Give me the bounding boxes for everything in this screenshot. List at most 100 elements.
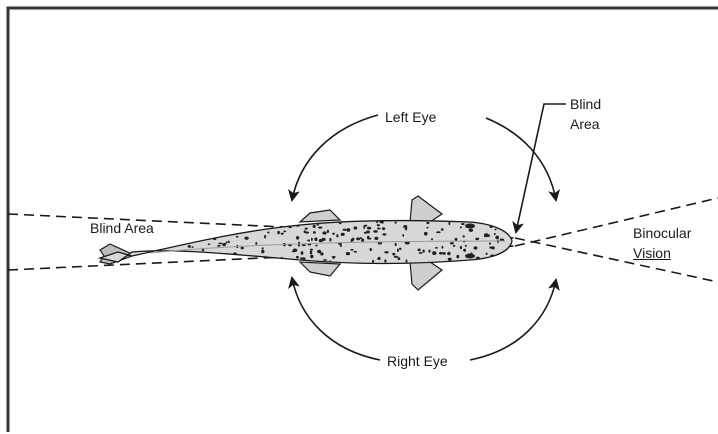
shark-spot	[495, 262, 498, 264]
shark-spot	[171, 240, 175, 242]
shark-spot	[178, 233, 181, 237]
blind-area-pointer	[516, 104, 566, 232]
shark-spot	[243, 263, 245, 265]
shark-spot	[448, 221, 450, 225]
shark-spot	[305, 227, 308, 229]
shark-body	[100, 220, 512, 263]
shark-spot	[366, 230, 370, 233]
left-eye-arc-left	[292, 115, 378, 200]
shark-spot	[370, 248, 372, 251]
shark-spot	[313, 225, 316, 228]
shark-spot	[242, 226, 244, 228]
shark-spot	[489, 242, 491, 244]
shark-spot	[486, 253, 488, 255]
shark-spot	[317, 250, 321, 254]
shark-spot	[184, 231, 187, 233]
shark-spot	[302, 244, 306, 246]
shark-spot	[189, 228, 192, 231]
shark-spot	[406, 259, 408, 262]
shark-spot	[179, 254, 183, 256]
right-eye-arc-right	[470, 280, 556, 360]
shark-spot	[241, 247, 244, 250]
shark-spot	[495, 236, 499, 240]
shark-spot	[310, 255, 313, 259]
shark-spot	[397, 249, 399, 253]
shark-spot	[384, 259, 386, 262]
shark-spot	[320, 252, 323, 255]
shark-spot	[432, 251, 436, 255]
shark-spot	[343, 229, 347, 231]
pectoral-fin-lower-left	[300, 262, 340, 276]
shark-spot	[283, 231, 286, 233]
shark-spot	[460, 226, 462, 228]
blind-area-top-label-line1: Blind	[570, 95, 601, 113]
shark-spot	[460, 246, 462, 249]
shark-spot	[360, 237, 362, 239]
shark-spot	[422, 250, 424, 253]
shark-spot	[419, 252, 423, 254]
shark-spot	[256, 222, 258, 225]
shark-spot	[382, 227, 385, 230]
shark-spot	[307, 240, 310, 242]
shark-spot	[310, 249, 313, 251]
shark-spot	[313, 231, 316, 234]
shark-spot	[196, 253, 200, 256]
shark-spot	[496, 221, 498, 224]
shark-spot	[259, 225, 263, 227]
shark-spot	[262, 247, 264, 250]
shark-spot	[442, 252, 446, 255]
shark-eye-right	[465, 254, 475, 259]
shark-spot	[160, 227, 162, 230]
shark-spot	[202, 257, 205, 260]
shark-spot	[220, 231, 223, 233]
shark-spot	[418, 249, 421, 252]
shark-spot	[226, 241, 228, 243]
shark-spot	[301, 251, 304, 255]
shark-spot	[354, 226, 358, 229]
blind-area-top-label-line2: Area	[570, 115, 600, 133]
shark-spot	[183, 251, 186, 255]
shark-spot	[218, 243, 223, 245]
shark-spot	[377, 224, 380, 226]
pectoral-fin-lower-right	[410, 262, 442, 290]
shark-spot	[435, 247, 438, 249]
shark-spot	[203, 233, 205, 236]
shark-spot	[439, 252, 442, 255]
shark-spot	[426, 222, 429, 224]
shark-spot	[380, 221, 383, 223]
shark-spot	[356, 237, 360, 240]
shark-spot	[354, 251, 357, 253]
shark-eye-left	[465, 224, 475, 229]
shark-spot	[185, 233, 189, 236]
shark-spot	[322, 231, 326, 234]
shark-spot	[178, 229, 181, 231]
shark-spot	[277, 231, 280, 235]
shark-spot	[167, 252, 171, 254]
shark-spot	[484, 234, 488, 237]
shark-spot	[173, 242, 176, 244]
shark-spot	[233, 261, 235, 263]
shark-spot	[322, 238, 326, 241]
binocular-vision-label-line2: Vision	[630, 244, 674, 262]
shark-spot	[184, 232, 188, 234]
shark-spot	[149, 254, 154, 256]
binocular-vision-label-line1: Binocular	[630, 224, 694, 242]
shark-spot	[403, 225, 407, 228]
shark-spot	[428, 250, 430, 253]
shark-spot	[377, 258, 379, 260]
shark-spot	[339, 222, 342, 224]
left-eye-label: Left Eye	[382, 108, 439, 126]
shark-spot	[236, 236, 239, 238]
shark-spot	[176, 235, 178, 238]
shark-spot	[261, 250, 264, 253]
shark-spot	[332, 233, 335, 235]
shark-spot	[243, 229, 245, 232]
shark-spot	[151, 238, 155, 241]
shark-spot	[350, 249, 353, 251]
shark-spot	[196, 254, 199, 257]
shark-spot	[191, 246, 193, 248]
shark-spot	[264, 235, 266, 239]
shark-spot	[465, 245, 467, 247]
shark-spot	[310, 251, 313, 255]
